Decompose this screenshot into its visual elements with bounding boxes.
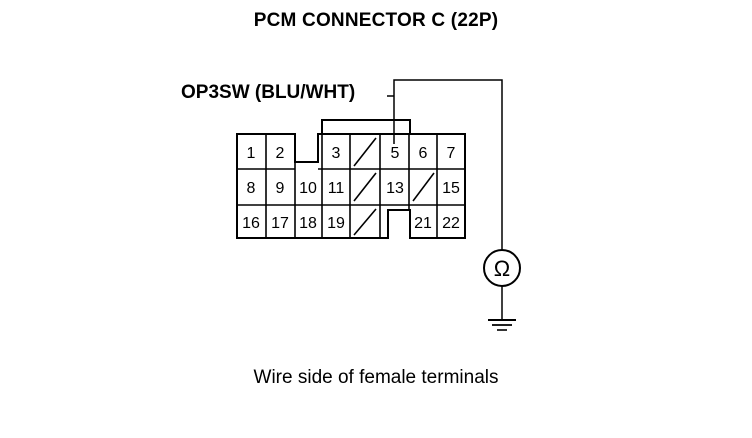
connector-latch [321,119,411,134]
pin-22: 22 [442,215,460,232]
pin-21: 21 [414,215,432,232]
pin-1: 1 [247,145,256,162]
pin-7: 7 [447,145,456,162]
ohmmeter-symbol: Ω [494,256,510,281]
pin-8: 8 [247,180,256,197]
pin-11: 11 [328,180,345,197]
diagram-title: PCM CONNECTOR C (22P) [253,10,499,31]
pin-18: 18 [299,215,317,232]
pin-2: 2 [276,145,285,162]
pin-5: 5 [391,145,400,162]
pin-10: 10 [299,180,317,197]
pin-3: 3 [332,145,341,162]
pin-16: 16 [242,215,260,232]
pin-13: 13 [386,180,404,197]
test-lead-wire [393,79,503,250]
pin-6: 6 [419,145,428,162]
pin-17: 17 [271,215,289,232]
pin-9: 9 [276,180,285,197]
pin-15: 15 [442,180,460,197]
pin-19: 19 [327,215,345,232]
diagram-caption: Wire side of female terminals [253,367,499,388]
wire-label: OP3SW (BLU/WHT) [181,82,356,103]
